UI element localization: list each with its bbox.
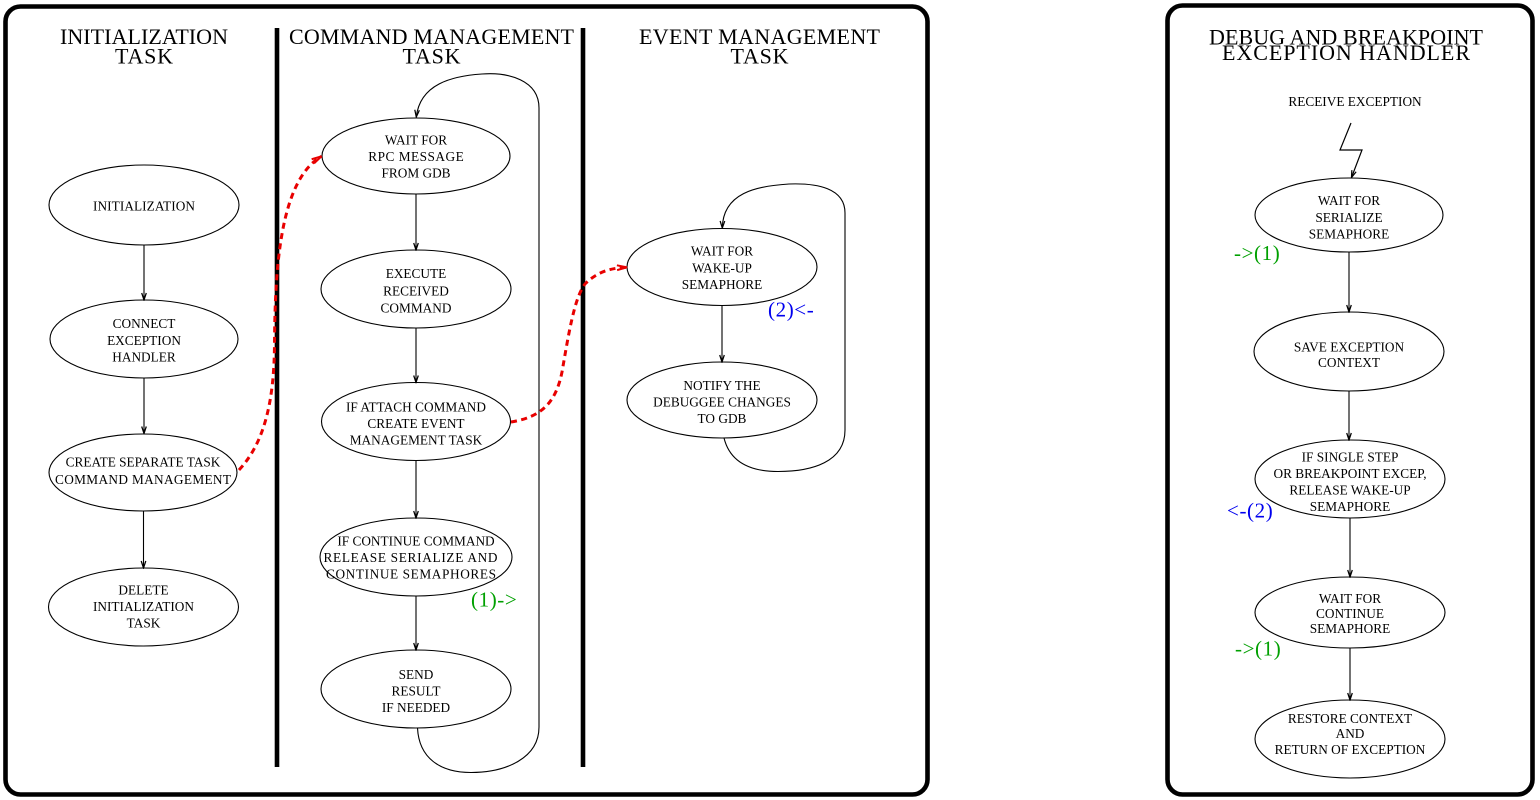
svg-text:RPC MESSAGE: RPC MESSAGE (368, 149, 464, 164)
svg-text:MANAGEMENT TASK: MANAGEMENT TASK (350, 433, 483, 448)
svg-text:INITIALIZATION: INITIALIZATION (60, 24, 228, 49)
svg-text:DEBUG AND BREAKPOINT: DEBUG AND BREAKPOINT (1209, 25, 1484, 50)
svg-text:SEMAPHORE: SEMAPHORE (682, 277, 763, 292)
svg-text:CONTINUE: CONTINUE (1316, 606, 1384, 621)
svg-text:TO GDB: TO GDB (698, 411, 747, 426)
svg-text:DELETE: DELETE (118, 583, 168, 598)
svg-text:TASK: TASK (731, 44, 789, 69)
svg-text:CONTINUE SEMAPHORES: CONTINUE SEMAPHORES (326, 567, 496, 582)
svg-text:SEMAPHORE: SEMAPHORE (1310, 621, 1391, 636)
svg-text:EVENT MANAGEMENT: EVENT MANAGEMENT (639, 24, 881, 49)
svg-text:INITIALIZATION: INITIALIZATION (93, 599, 194, 614)
svg-text:OR BREAKPOINT EXCEP,: OR BREAKPOINT EXCEP, (1273, 466, 1426, 481)
svg-text:IF CONTINUE COMMAND: IF CONTINUE COMMAND (337, 534, 495, 549)
svg-text:->(1): ->(1) (1234, 241, 1280, 265)
svg-text:SEND: SEND (399, 667, 434, 682)
svg-text:TASK: TASK (403, 44, 461, 69)
svg-text:AND: AND (1336, 726, 1365, 741)
svg-text:IF NEEDED: IF NEEDED (382, 700, 451, 715)
svg-text:WAIT FOR: WAIT FOR (691, 244, 753, 259)
svg-text:COMMAND MANAGEMENT: COMMAND MANAGEMENT (55, 472, 231, 487)
svg-text:->(1): ->(1) (1235, 637, 1281, 661)
svg-text:COMMAND MANAGEMENT: COMMAND MANAGEMENT (289, 24, 575, 49)
svg-text:IF ATTACH COMMAND: IF ATTACH COMMAND (346, 400, 486, 415)
svg-text:(2)<-: (2)<- (768, 298, 814, 322)
svg-text:EXCEPTION HANDLER: EXCEPTION HANDLER (1222, 40, 1470, 65)
svg-text:CONNECT: CONNECT (113, 316, 176, 331)
svg-text:DEBUGGEE CHANGES: DEBUGGEE CHANGES (653, 395, 791, 410)
svg-text:CONTEXT: CONTEXT (1318, 355, 1380, 370)
svg-text:EXECUTE: EXECUTE (386, 266, 447, 281)
svg-text:HANDLER: HANDLER (112, 350, 176, 365)
svg-text:SERIALIZE: SERIALIZE (1315, 210, 1382, 225)
svg-text:NOTIFY THE: NOTIFY THE (683, 378, 760, 393)
svg-text:RECEIVED: RECEIVED (383, 284, 449, 299)
svg-text:WAIT FOR: WAIT FOR (1319, 591, 1381, 606)
svg-text:SEMAPHORE: SEMAPHORE (1309, 227, 1390, 242)
svg-text:RESULT: RESULT (391, 684, 440, 699)
svg-text:EXCEPTION: EXCEPTION (107, 333, 181, 348)
svg-text:COMMAND: COMMAND (381, 301, 452, 316)
svg-text:WAIT FOR: WAIT FOR (1318, 193, 1380, 208)
svg-text:TASK: TASK (127, 616, 161, 631)
svg-text:WAKE-UP: WAKE-UP (692, 261, 752, 276)
svg-text:(1)->: (1)-> (471, 588, 517, 612)
svg-text:FROM GDB: FROM GDB (381, 166, 450, 181)
svg-text:CREATE SEPARATE TASK: CREATE SEPARATE TASK (66, 455, 221, 470)
svg-text:IF SINGLE STEP: IF SINGLE STEP (1302, 450, 1399, 465)
svg-text:RECEIVE EXCEPTION: RECEIVE EXCEPTION (1288, 94, 1422, 109)
svg-text:RESTORE CONTEXT: RESTORE CONTEXT (1288, 711, 1412, 726)
svg-text:RELEASE SERIALIZE AND: RELEASE SERIALIZE AND (324, 550, 498, 565)
svg-text:<-(2): <-(2) (1227, 499, 1273, 523)
svg-text:INITIALIZATION: INITIALIZATION (93, 199, 195, 214)
svg-text:WAIT FOR: WAIT FOR (385, 133, 447, 148)
svg-text:RELEASE WAKE-UP: RELEASE WAKE-UP (1289, 483, 1410, 498)
svg-text:CREATE EVENT: CREATE EVENT (367, 416, 464, 431)
svg-text:SEMAPHORE: SEMAPHORE (1310, 499, 1391, 514)
svg-text:RETURN OF EXCEPTION: RETURN OF EXCEPTION (1275, 742, 1426, 757)
svg-text:SAVE EXCEPTION: SAVE EXCEPTION (1294, 340, 1405, 355)
svg-text:TASK: TASK (115, 44, 173, 69)
